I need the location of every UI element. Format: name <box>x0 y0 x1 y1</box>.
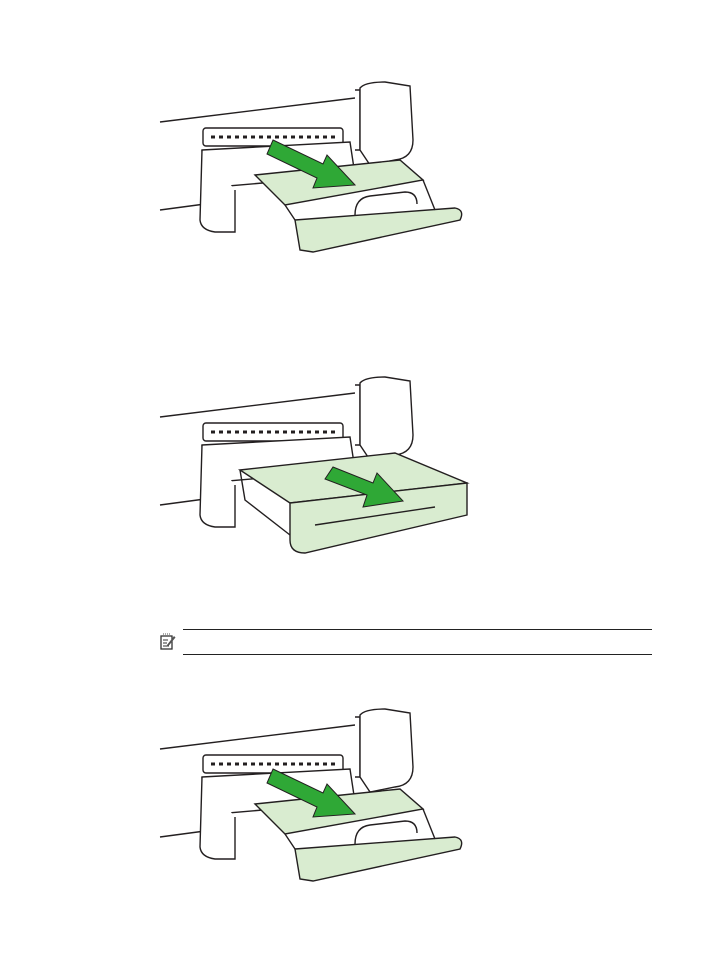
arrow-icon <box>324 466 405 508</box>
printer-illustration-2 <box>159 376 470 554</box>
note-top-rule <box>183 629 652 630</box>
arrow-icon <box>266 139 357 189</box>
output-tray <box>253 788 463 882</box>
printer-illustration-1 <box>159 81 463 253</box>
note-pencil-icon <box>160 633 176 650</box>
output-tray <box>253 159 463 253</box>
arrow-icon <box>266 768 357 818</box>
note-bottom-rule <box>183 654 652 655</box>
printer-illustration-3 <box>159 708 463 882</box>
input-tray <box>237 452 470 554</box>
